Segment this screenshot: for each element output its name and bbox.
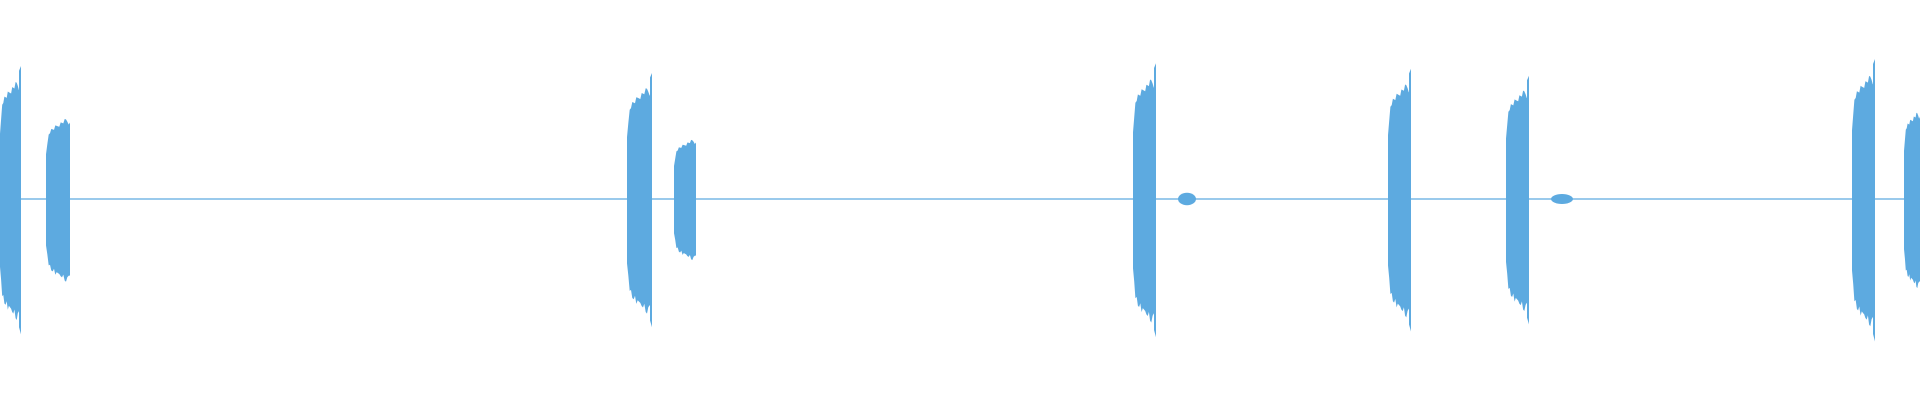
waveform-burst — [1388, 68, 1411, 332]
waveform-burst — [1852, 59, 1875, 342]
waveform-burst — [1904, 112, 1920, 289]
waveform-burst — [1506, 75, 1529, 325]
waveform-burst — [674, 139, 696, 261]
waveform-burst — [46, 119, 70, 282]
waveform-blip — [1178, 192, 1196, 206]
waveform-blip — [1551, 194, 1573, 204]
waveform-burst — [0, 66, 21, 335]
waveform-segments — [0, 59, 1920, 342]
waveform-burst — [627, 73, 652, 328]
waveform-burst — [1133, 63, 1156, 338]
